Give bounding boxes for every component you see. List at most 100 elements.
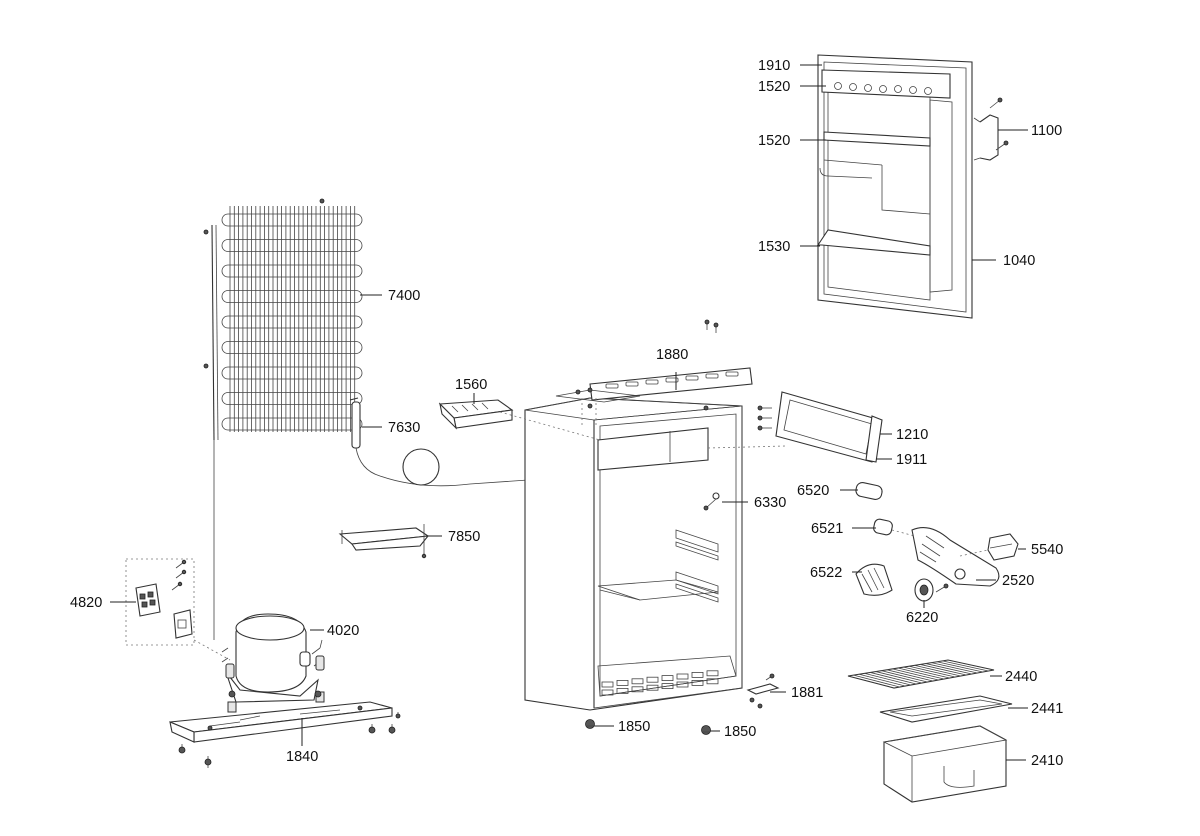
grille-wire [897,667,945,680]
compressor [221,613,325,713]
vent-slot [676,673,689,680]
grille-wire [886,669,933,682]
vent-slot [601,681,614,688]
coil-row [221,315,363,329]
bracket-slots [605,371,739,389]
label-1210: 1210 [896,427,928,443]
condenser-coil [203,198,529,640]
vent-slot [616,680,629,686]
label-6330: 6330 [754,495,786,511]
vent-slot [631,678,644,685]
grille-wire [920,664,967,676]
grille-wire [931,662,978,674]
grille-wire [909,665,956,678]
label-2520: 2520 [1002,573,1034,589]
thermostat-lamp-group [855,482,1019,602]
label-1100: 1100 [1031,123,1062,139]
label-1840: 1840 [286,749,318,765]
vent-slot [601,689,614,696]
top-bracket [555,319,753,426]
ice-tray [438,399,514,430]
grille-wire [942,660,989,672]
bracket-slot [665,377,679,383]
grille-lines [853,660,989,688]
label-2410: 2410 [1031,753,1063,769]
vent-slot [661,675,674,681]
grille-wire [903,666,950,679]
evaporator-panel [499,391,883,463]
grille-wire [859,673,906,687]
feet-and-hinge [585,673,780,735]
coil-row [221,213,363,227]
coil-row [221,417,363,431]
label-1881: 1881 [791,685,823,701]
vent-slot [616,688,629,694]
label-7850: 7850 [448,529,480,545]
grille-wire [914,664,961,677]
coil-row [221,239,363,252]
grille-wire [925,663,972,675]
shelf-holes [834,82,932,95]
label-1040: 1040 [1003,253,1035,269]
label-2441: 2441 [1031,701,1063,717]
grille-wire [864,672,911,686]
grille-wire [881,670,928,683]
door-assembly [816,54,1009,319]
label-4020: 4020 [327,623,359,639]
label-4820: 4820 [70,595,102,611]
bottom-vent [601,670,719,696]
label-1850-left: 1850 [618,719,650,735]
label-1520-middle: 1520 [758,133,790,149]
crisper-drawer [882,725,1008,803]
crisper-cover [879,695,1013,723]
grille-wire [892,668,939,681]
label-2440: 2440 [1005,669,1037,685]
vent-slot [706,670,719,677]
grille-wire [870,672,917,685]
grille-shelf [847,659,995,689]
label-6521: 6521 [811,521,843,537]
coil-row [221,264,363,278]
label-5540: 5540 [1031,542,1063,558]
grille-wire [936,661,983,673]
label-1910: 1910 [758,58,790,74]
vent-slot [631,686,644,693]
bracket-slot [685,375,699,381]
coil-fins [229,206,356,432]
drip-tray [338,524,430,559]
vent-slot [661,683,674,689]
vent-slot [691,672,704,678]
label-6220: 6220 [906,610,938,626]
label-6522: 6522 [810,565,842,581]
label-1850-right: 1850 [724,724,756,740]
vent-slot [706,678,719,685]
label-6520: 6520 [797,483,829,499]
label-7400: 7400 [388,288,420,304]
vent-slot [646,676,659,683]
label-1530: 1530 [758,239,790,255]
vent-slot [646,684,659,691]
grille-wire [875,671,922,684]
part-labels: 1910 1520 1520 1530 1100 1040 7400 7630 … [70,58,1063,769]
coil-row [221,392,363,405]
label-1911: 1911 [896,452,927,468]
label-1880: 1880 [656,347,688,363]
leader-lines [110,64,1028,761]
base-plate [169,701,401,768]
bracket-slot [725,371,739,377]
label-7630: 7630 [388,420,420,436]
coil-rows [221,213,363,431]
grille-wire [853,674,900,688]
label-1520-top: 1520 [758,79,790,95]
label-1560: 1560 [455,377,487,393]
bracket-slot [605,383,619,389]
bracket-slot [645,379,659,385]
coil-row [221,290,363,303]
bracket-slot [625,381,639,387]
vent-slot [676,681,689,688]
cabinet-body [524,397,743,711]
coil-row [221,366,363,380]
bracket-slot [705,373,719,379]
coil-row [221,341,363,354]
